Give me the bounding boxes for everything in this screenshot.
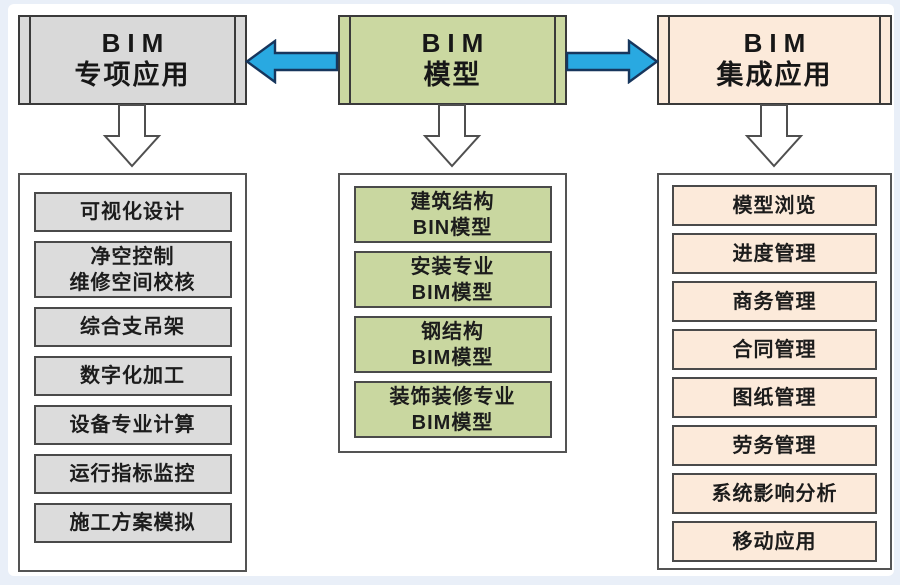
left-arrow-icon [245,39,339,84]
header-inner-line [29,17,31,103]
list-item: 进度管理 [672,233,877,274]
list-item: 运行指标监控 [33,454,232,494]
list-item: 劳务管理 [672,425,877,466]
list-item: 图纸管理 [672,377,877,418]
list-item: 装饰装修专业 BIM模型 [353,381,552,438]
list-item: 净空控制 维修空间校核 [33,241,232,298]
list-item: 模型浏览 [672,185,877,226]
header-inner-line [234,17,236,103]
header-title-latin: BIM [421,27,491,58]
list-item: 移动应用 [672,521,877,562]
header-inner-line [879,17,881,103]
list-item: 商务管理 [672,281,877,322]
list-special-apps: 可视化设计 净空控制 维修空间校核 综合支吊架 数字化加工 设备专业计算 运行指… [18,173,247,572]
header-title-latin: BIM [101,27,171,58]
list-item: 系统影响分析 [672,473,877,514]
header-bim-integrated-apps: BIM 集成应用 [657,15,892,105]
header-title-cjk: 集成应用 [716,59,833,90]
list-item: 安装专业 BIM模型 [353,251,552,308]
list-item: 综合支吊架 [33,307,232,347]
list-bim-models: 建筑结构 BIN模型 安装专业 BIM模型 钢结构 BIM模型 装饰装修专业 B… [338,173,567,453]
down-arrow-icon [102,104,162,168]
list-item: 建筑结构 BIN模型 [353,186,552,243]
list-item: 合同管理 [672,329,877,370]
list-item: 钢结构 BIM模型 [353,316,552,373]
down-arrow-icon [744,104,804,168]
list-item: 可视化设计 [33,192,232,232]
header-title-cjk: 模型 [423,59,482,90]
list-item: 施工方案模拟 [33,503,232,543]
list-integrated-apps: 模型浏览 进度管理 商务管理 合同管理 图纸管理 劳务管理 系统影响分析 移动应… [657,173,892,570]
header-bim-model: BIM 模型 [338,15,567,105]
list-item: 数字化加工 [33,356,232,396]
header-inner-line [349,17,351,103]
list-item: 设备专业计算 [33,405,232,445]
right-arrow-icon [565,39,659,84]
down-arrow-icon [422,104,482,168]
header-inner-line [554,17,556,103]
header-title-cjk: 专项应用 [74,59,191,90]
header-bim-special-apps: BIM 专项应用 [18,15,247,105]
header-inner-line [668,17,670,103]
header-title-latin: BIM [743,27,813,58]
